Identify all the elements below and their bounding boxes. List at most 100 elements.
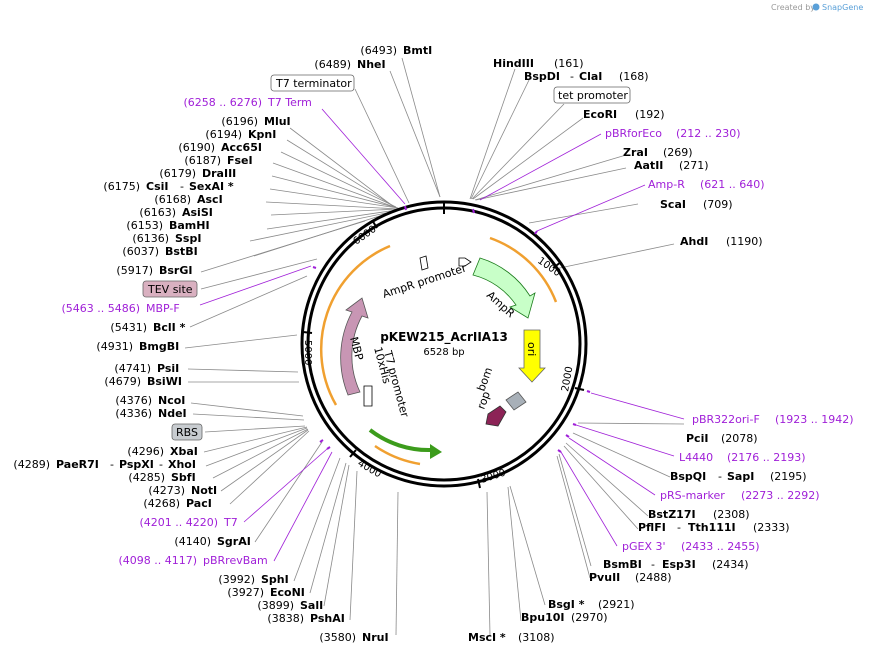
- tet-promoter-name[interactable]: tet promoter: [558, 89, 628, 102]
- claI-name[interactable]: ClaI: [579, 70, 602, 83]
- pbr322orif-name[interactable]: pBR322ori-F: [692, 413, 760, 426]
- pshAI-pos: (3838): [267, 612, 304, 625]
- bspQI-name[interactable]: BspQI: [670, 470, 706, 483]
- pbrrevbam-name[interactable]: pBRrevBam: [203, 554, 268, 567]
- tick-label-5000: 5000: [302, 340, 313, 365]
- pciI-pos: (2078): [721, 432, 758, 445]
- rbs-box: [171, 423, 203, 441]
- tev-box: [142, 280, 198, 298]
- pflFI-pos: (2333): [753, 521, 790, 534]
- psiI-name[interactable]: PsiI: [157, 362, 179, 375]
- tick-label-2000: 2000: [560, 366, 575, 393]
- bmtI-name[interactable]: BmtI: [403, 44, 432, 57]
- draIII-name[interactable]: DraIII: [202, 167, 236, 180]
- bmgBI-name[interactable]: BmgBI: [139, 340, 179, 353]
- csiI-sep: -: [180, 180, 184, 193]
- scaI-name[interactable]: ScaI: [660, 198, 686, 211]
- mbp-orf: [319, 244, 391, 406]
- ampr-feature[interactable]: [472, 257, 536, 319]
- sbfI-name[interactable]: SbfI: [171, 471, 196, 484]
- green-feature[interactable]: [368, 428, 433, 453]
- xbaI-name[interactable]: XbaI: [170, 445, 198, 458]
- pacI-pos: (4268): [143, 497, 180, 510]
- credit-brand: SnapGene: [822, 3, 863, 12]
- sapI-name[interactable]: SapI: [727, 470, 754, 483]
- pflFI-sep: -: [677, 521, 681, 534]
- nheI-name[interactable]: NheI: [357, 58, 386, 71]
- plasmid-size: 6528 bp: [423, 347, 464, 358]
- bstBI-name[interactable]: BstBI: [165, 245, 198, 258]
- ori-feature[interactable]: [518, 329, 546, 383]
- t7-terminator-feature[interactable]: [419, 255, 429, 271]
- prsmarker-name[interactable]: pRS-marker: [660, 489, 725, 502]
- bamHI-name[interactable]: BamHI: [169, 219, 210, 232]
- pciI-name[interactable]: PciI: [686, 432, 708, 445]
- mbpf-name[interactable]: MBP-F: [146, 302, 180, 315]
- hindIII-name[interactable]: HindIII: [493, 57, 534, 70]
- ampr-promoter-feature[interactable]: [458, 257, 472, 267]
- mbp-feature[interactable]: [340, 297, 369, 396]
- acc65I-name[interactable]: Acc65I: [221, 141, 262, 154]
- tev-name[interactable]: TEV site: [147, 283, 193, 296]
- tth111I-name[interactable]: Tth111I: [688, 521, 736, 534]
- ahdI-name[interactable]: AhdI: [680, 235, 708, 248]
- mluI-name[interactable]: MluI: [264, 115, 291, 128]
- ndeI-name[interactable]: NdeI: [158, 407, 187, 420]
- scaI-pos: (709): [703, 198, 733, 211]
- salI-name[interactable]: SalI: [300, 599, 323, 612]
- tick-label-3000: 3000: [480, 468, 508, 486]
- bspDI-name[interactable]: BspDI: [524, 70, 560, 83]
- pshAI-name[interactable]: PshAI: [310, 612, 345, 625]
- csiI-name[interactable]: CsiI: [146, 180, 168, 193]
- bstZ17I-name[interactable]: BstZ17I: [648, 508, 696, 521]
- bpu10I-name[interactable]: Bpu10I: [521, 611, 565, 624]
- aatII-pos: (271): [679, 159, 709, 172]
- t7term-range: (6258 .. 6276): [183, 96, 262, 109]
- bsgI-name[interactable]: BsgI *: [548, 598, 585, 611]
- bsmBI-name[interactable]: BsmBI: [603, 558, 642, 571]
- zraI-name[interactable]: ZraI: [623, 146, 648, 159]
- esp3I-name[interactable]: Esp3I: [662, 558, 696, 571]
- pacI-name[interactable]: PacI: [186, 497, 212, 510]
- ecoNI-pos: (3927): [227, 586, 264, 599]
- bclI-name[interactable]: BclI *: [153, 321, 186, 334]
- sspI-name[interactable]: SspI: [175, 232, 201, 245]
- sgrAI-name[interactable]: SgrAI: [217, 535, 251, 548]
- sexAI-name[interactable]: SexAI *: [189, 180, 234, 193]
- pbrforeco-name[interactable]: pBRforEco: [605, 127, 662, 140]
- l4440-name[interactable]: L4440: [679, 451, 713, 464]
- t7-terminator-name[interactable]: T7 terminator: [275, 77, 352, 90]
- paeR7I-name[interactable]: PaeR7I: [56, 458, 99, 471]
- asiSI-name[interactable]: AsiSI: [182, 206, 213, 219]
- ascI-name[interactable]: AscI: [197, 193, 223, 206]
- l4440-range: (2176 .. 2193): [727, 451, 806, 464]
- sgrAI-pos: (4140): [174, 535, 211, 548]
- rop-feature[interactable]: [485, 405, 507, 427]
- bsrGI-name[interactable]: BsrGI: [159, 264, 192, 277]
- pvuII-name[interactable]: PvuII: [589, 571, 620, 584]
- pflFI-name[interactable]: PflFI: [638, 521, 666, 534]
- sphI-name[interactable]: SphI: [261, 573, 289, 586]
- bom-feature[interactable]: [505, 391, 527, 411]
- rbs-name[interactable]: RBS: [176, 426, 198, 439]
- kpnI-name[interactable]: KpnI: [248, 128, 276, 141]
- pgex3-name[interactable]: pGEX 3': [622, 540, 666, 553]
- ecoRI-name[interactable]: EcoRI: [583, 108, 617, 121]
- t7term-name[interactable]: T7 Term: [267, 96, 312, 109]
- notI-name[interactable]: NotI: [191, 484, 217, 497]
- nruI-name[interactable]: NruI: [362, 631, 389, 644]
- t7-name[interactable]: T7: [223, 516, 238, 529]
- his-tag-feature[interactable]: [363, 385, 373, 407]
- ncoI-name[interactable]: NcoI: [158, 394, 185, 407]
- ampr-primer-name[interactable]: Amp-R: [648, 178, 685, 191]
- fseI-name[interactable]: FseI: [227, 154, 253, 167]
- bpu10I-pos: (2970): [571, 611, 608, 624]
- bsiWI-name[interactable]: BsiWI: [147, 375, 182, 388]
- pbrforeco-range: (212 .. 230): [676, 127, 741, 140]
- aatII-name[interactable]: AatII: [634, 159, 663, 172]
- bsrGI-pos: (5917): [116, 264, 153, 277]
- pspXI-name[interactable]: PspXI: [119, 458, 154, 471]
- ecoNI-name[interactable]: EcoNI: [270, 586, 305, 599]
- xhoI-name[interactable]: XhoI: [168, 458, 196, 471]
- mscI-name[interactable]: MscI *: [468, 631, 506, 644]
